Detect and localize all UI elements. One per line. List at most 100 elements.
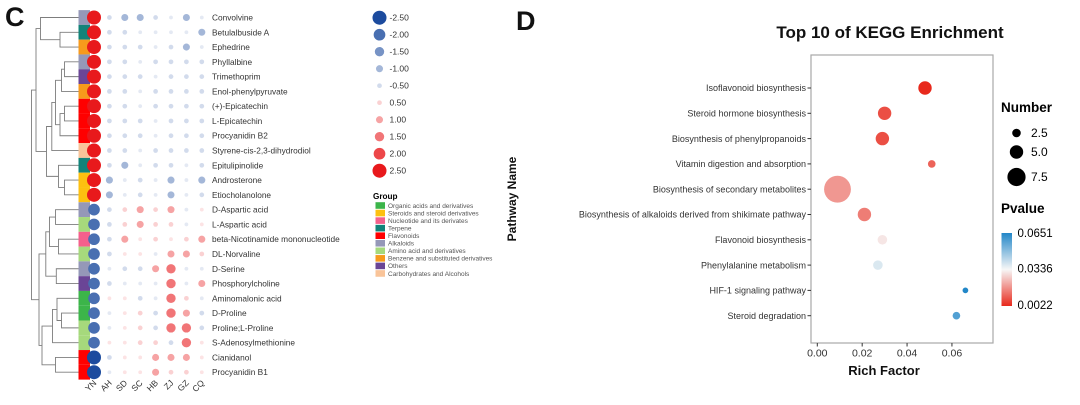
heatmap-dot bbox=[121, 161, 129, 169]
heatmap-dot bbox=[184, 222, 189, 227]
heatmap-dot bbox=[122, 281, 127, 286]
metabolite-label: Androsterone bbox=[212, 175, 262, 185]
group-legend-label: Flavonoids bbox=[388, 233, 420, 240]
heatmap-dot bbox=[184, 133, 189, 139]
heatmap-dot bbox=[199, 148, 205, 153]
heatmap-dot bbox=[137, 118, 143, 124]
scale-legend-dot bbox=[374, 132, 385, 142]
pathway-label: Phenylalanine metabolism bbox=[701, 260, 806, 270]
heatmap-dot bbox=[138, 30, 143, 35]
metabolite-label: D-Proline bbox=[212, 308, 247, 318]
heatmap-dot bbox=[153, 89, 158, 94]
heatmap-dot bbox=[138, 237, 143, 242]
heatmap-dot bbox=[107, 325, 112, 330]
heatmap-dot bbox=[199, 251, 205, 257]
scale-legend-label: -2.50 bbox=[390, 13, 410, 23]
heatmap-dot bbox=[137, 340, 143, 346]
heatmap-dot bbox=[107, 59, 112, 65]
group-strip-cell bbox=[78, 39, 90, 55]
scale-legend-label: -1.00 bbox=[390, 64, 410, 74]
heatmap-dot bbox=[199, 296, 204, 301]
kegg-point bbox=[877, 106, 892, 121]
heatmap-dot bbox=[88, 322, 100, 334]
group-strip-cell bbox=[78, 246, 90, 262]
heatmap-dot bbox=[153, 310, 158, 316]
group-strip-cell bbox=[78, 10, 90, 25]
heatmap-dot bbox=[88, 218, 100, 231]
metabolite-label: Etiocholanolone bbox=[212, 190, 271, 200]
heatmap-dot bbox=[153, 133, 158, 138]
heatmap-dot bbox=[87, 128, 101, 143]
heatmap-dot bbox=[107, 162, 112, 168]
group-strip-cell bbox=[78, 350, 90, 365]
kegg-point bbox=[952, 311, 961, 320]
scale-legend-label: 0.50 bbox=[390, 98, 407, 108]
dendrogram-branch bbox=[55, 209, 79, 225]
heatmap-dot bbox=[182, 13, 190, 22]
heatmap-dot bbox=[87, 84, 101, 99]
metabolite-label: D-Serine bbox=[212, 264, 245, 274]
heatmap-dot bbox=[122, 252, 127, 256]
metabolite-label: L-Epicatechin bbox=[212, 116, 263, 126]
heatmap-dot bbox=[167, 206, 175, 214]
scale-legend-dot bbox=[372, 10, 387, 25]
heatmap-dot bbox=[122, 266, 128, 272]
heatmap-dot bbox=[166, 293, 176, 303]
heatmap-dot bbox=[88, 277, 100, 290]
heatmap-dot bbox=[198, 28, 206, 36]
dendrogram-branch bbox=[45, 231, 57, 277]
heatmap-dot bbox=[107, 266, 112, 271]
x-tick-label: 0.04 bbox=[897, 348, 918, 360]
heatmap-dot bbox=[169, 237, 173, 242]
metabolite-label: Aminomalonic acid bbox=[212, 293, 282, 303]
heatmap-dot bbox=[152, 353, 160, 361]
scale-legend-label: 2.50 bbox=[390, 166, 407, 176]
heatmap-dot bbox=[153, 45, 158, 49]
heatmap-dot bbox=[184, 89, 189, 94]
heatmap-dot bbox=[198, 280, 206, 288]
kegg-point bbox=[873, 260, 883, 270]
heatmap-dot bbox=[122, 222, 128, 227]
heatmap-dot bbox=[107, 207, 112, 212]
heatmap-dot bbox=[184, 103, 189, 109]
heatmap-dot bbox=[168, 222, 174, 227]
group-strip-cell bbox=[78, 261, 90, 277]
province-label: ZJ bbox=[162, 378, 176, 392]
heatmap-dot bbox=[87, 10, 101, 25]
heatmap-dot bbox=[87, 187, 101, 202]
heatmap-dot bbox=[107, 251, 112, 257]
metabolite-label: Phosphorylcholine bbox=[212, 279, 280, 289]
group-strip-cell bbox=[78, 202, 90, 218]
heatmap-dot bbox=[153, 192, 158, 197]
heatmap-dot bbox=[107, 148, 112, 153]
heatmap-dot bbox=[88, 203, 100, 216]
scale-legend-dot bbox=[373, 28, 386, 41]
province-label: SC bbox=[129, 378, 144, 393]
heatmap-dot bbox=[153, 236, 158, 242]
kegg-enrichment-title: Top 10 of KEGG Enrichment bbox=[776, 23, 1004, 42]
dendrogram-branch bbox=[58, 238, 79, 255]
heatmap-dot bbox=[199, 133, 205, 139]
heatmap-dot bbox=[107, 355, 112, 360]
group-legend-title: Group bbox=[373, 192, 398, 201]
pvalue-tick-label: 0.0022 bbox=[1018, 300, 1053, 312]
group-strip-cell bbox=[78, 113, 90, 129]
heatmap-dot bbox=[107, 15, 112, 20]
heatmap-dot bbox=[169, 15, 173, 20]
heatmap-dot bbox=[122, 370, 127, 375]
heatmap-dot bbox=[137, 74, 143, 79]
panel-c-label: C bbox=[5, 2, 25, 32]
province-label: SD bbox=[114, 378, 129, 393]
kegg-point bbox=[857, 207, 872, 222]
number-legend-dot bbox=[1007, 167, 1026, 187]
heatmap-dot bbox=[199, 59, 205, 65]
heatmap-dot bbox=[107, 133, 112, 139]
heatmap-dot bbox=[122, 311, 127, 315]
heatmap-dot bbox=[199, 45, 204, 49]
dendrogram-branch bbox=[55, 356, 79, 373]
x-tick-label: 0.06 bbox=[942, 348, 963, 360]
metabolite-label: S-Adenosylmethionine bbox=[212, 338, 295, 348]
